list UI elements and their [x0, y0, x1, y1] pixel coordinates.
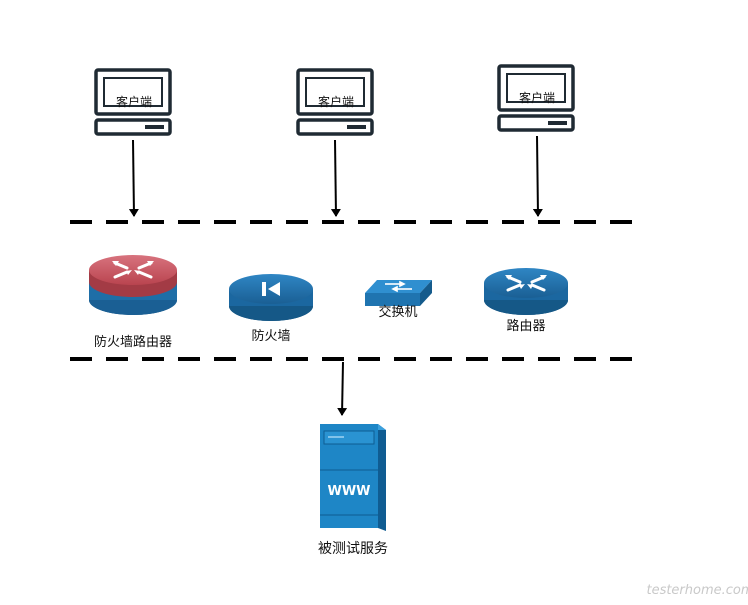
client-label-1: 客户端 — [116, 94, 152, 109]
client-label-2: 客户端 — [318, 94, 354, 109]
switch-label: 交换机 — [378, 304, 417, 320]
firewall-router-label: 防火墙路由器 — [94, 334, 172, 350]
client-label-3: 客户端 — [519, 90, 555, 105]
arrow-bus-to-server — [337, 361, 348, 416]
switch-icon — [365, 280, 432, 306]
client-computer-2: 客户端 — [296, 68, 374, 136]
desktop-computer-icon — [296, 68, 374, 136]
desktop-computer-icon — [94, 68, 172, 136]
arrow-client1-to-bus — [128, 139, 139, 217]
router-icon — [484, 268, 568, 315]
arrow-client3-to-bus — [532, 135, 543, 217]
firewall-router-icon — [89, 255, 177, 315]
desktop-computer-icon — [497, 64, 575, 132]
server-label: 被测试服务 — [318, 541, 388, 557]
firewall-label: 防火墙 — [251, 328, 290, 344]
switch: 交换机 — [365, 280, 432, 320]
client-computer-3: 客户端 — [497, 64, 575, 132]
client-computer-1: 客户端 — [94, 68, 172, 136]
web-server: WWW 被测试服务 — [318, 424, 388, 557]
router: 路由器 — [484, 268, 568, 334]
firewall-icon — [229, 274, 313, 321]
firewall-router: 防火墙路由器 — [89, 255, 177, 350]
firewall: 防火墙 — [229, 274, 313, 344]
watermark: testerhome.com — [646, 583, 748, 598]
web-server-icon — [320, 424, 386, 531]
router-label: 路由器 — [506, 318, 545, 334]
arrow-client2-to-bus — [330, 139, 341, 217]
server-face-text: WWW — [327, 484, 370, 499]
